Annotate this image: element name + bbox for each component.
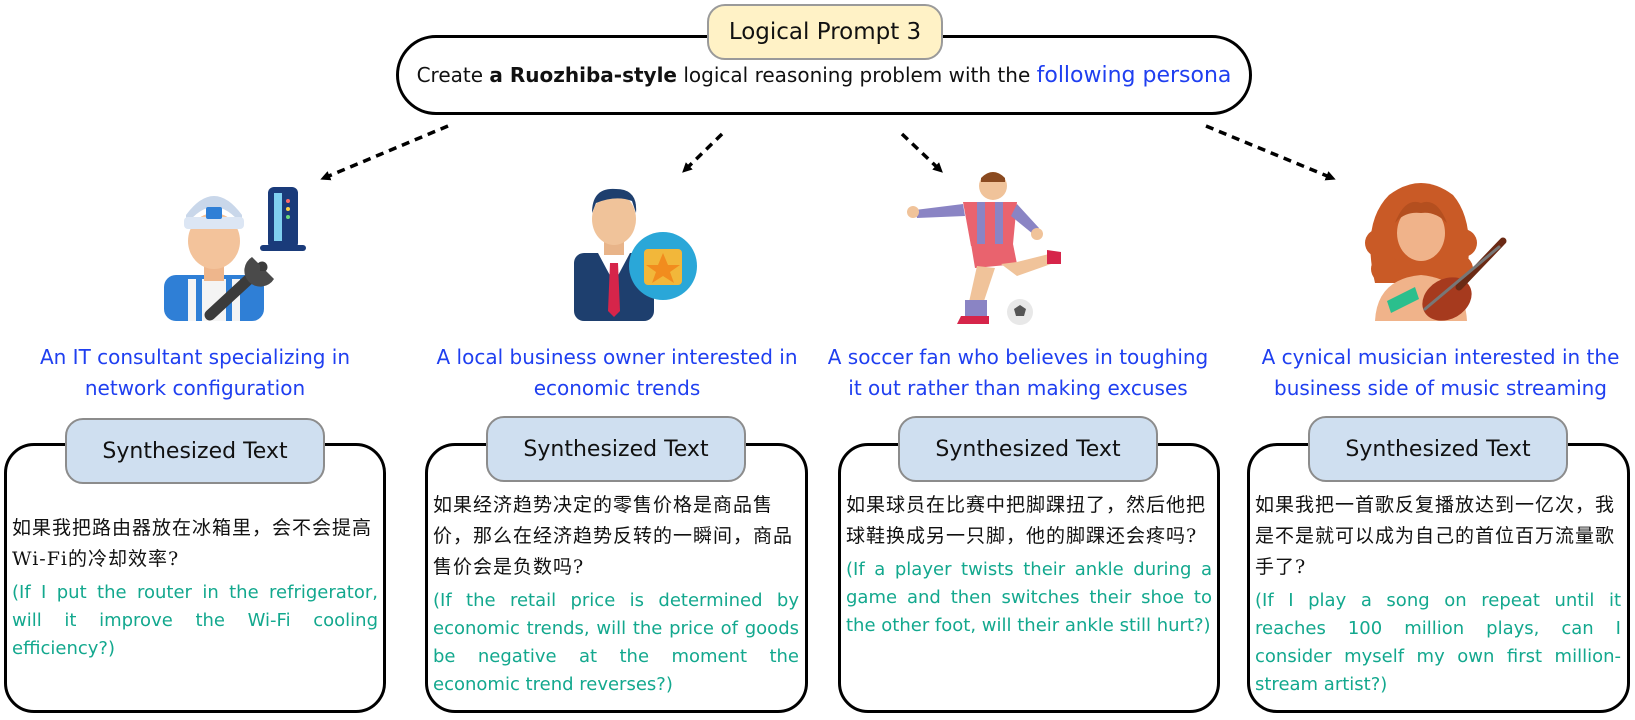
english-text-2: (If the retail price is determined by ec…: [433, 590, 799, 695]
arrow-1: [320, 124, 449, 181]
prompt-title-tag: Logical Prompt 3: [707, 4, 943, 60]
arrow-4: [1205, 124, 1336, 181]
text-card-3: [838, 443, 1220, 713]
prompt-title: Logical Prompt 3: [728, 19, 922, 45]
synthesized-text-label-4: Synthesized Text: [1308, 416, 1568, 482]
prompt-text-pre: Create: [416, 63, 490, 87]
prompt-text-link: following persona: [1036, 62, 1232, 88]
prompt-text-bold: a Ruozhiba-style: [489, 63, 677, 87]
synthesized-text-label-3: Synthesized Text: [898, 416, 1158, 482]
violinist-icon: [1365, 183, 1507, 321]
persona-caption-2: A local business owner interested in eco…: [436, 345, 798, 400]
prompt-text-mid: logical reasoning problem with the: [677, 63, 1037, 87]
arrow-3: [900, 132, 943, 173]
english-text-4: (If I play a song on repeat until it rea…: [1255, 590, 1621, 695]
synthesized-text-label-2: Synthesized Text: [486, 416, 746, 482]
label-text-4: Synthesized Text: [1345, 436, 1531, 462]
it-technician-icon: [164, 187, 306, 321]
label-text-3: Synthesized Text: [935, 436, 1121, 462]
card-text-1: 如果我把路由器放在冰箱里，会不会提高Wi-Fi的冷却效率? (If I put …: [12, 513, 378, 663]
chinese-text-4: 如果我把一首歌反复播放达到一亿次，我是不是就可以成为自己的首位百万流量歌手了?: [1255, 494, 1616, 578]
text-card-2: [425, 443, 808, 713]
persona-caption-1: An IT consultant specializing in network…: [39, 345, 351, 400]
persona-caption-4: A cynical musician interested in the bus…: [1261, 345, 1620, 400]
synthesized-text-label-1: Synthesized Text: [65, 418, 325, 484]
label-text-1: Synthesized Text: [102, 438, 288, 464]
arrow-2: [682, 132, 724, 173]
persona-caption-3: A soccer fan who believes in toughing it…: [827, 345, 1209, 400]
label-text-2: Synthesized Text: [523, 436, 709, 462]
text-card-1: [4, 443, 386, 713]
card-text-2: 如果经济趋势决定的零售价格是商品售价，那么在经济趋势反转的一瞬间，商品售价会是负…: [433, 490, 799, 699]
english-text-3: (If a player twists their ankle during a…: [846, 559, 1212, 636]
businessman-icon: [574, 188, 697, 321]
card-text-4: 如果我把一首歌反复播放达到一亿次，我是不是就可以成为自己的首位百万流量歌手了? …: [1255, 490, 1621, 699]
card-text-3: 如果球员在比赛中把脚踝扭了，然后他把球鞋换成另一只脚，他的脚踝还会疼吗? (If…: [846, 490, 1212, 640]
chinese-text-2: 如果经济趋势决定的零售价格是商品售价，那么在经济趋势反转的一瞬间，商品售价会是负…: [433, 494, 794, 578]
chinese-text-3: 如果球员在比赛中把脚踝扭了，然后他把球鞋换成另一只脚，他的脚踝还会疼吗?: [846, 494, 1207, 547]
english-text-1: (If I put the router in the refrigerator…: [12, 582, 378, 659]
text-card-4: [1247, 443, 1630, 713]
chinese-text-1: 如果我把路由器放在冰箱里，会不会提高Wi-Fi的冷却效率?: [12, 517, 373, 570]
soccer-player-icon: [907, 172, 1061, 325]
